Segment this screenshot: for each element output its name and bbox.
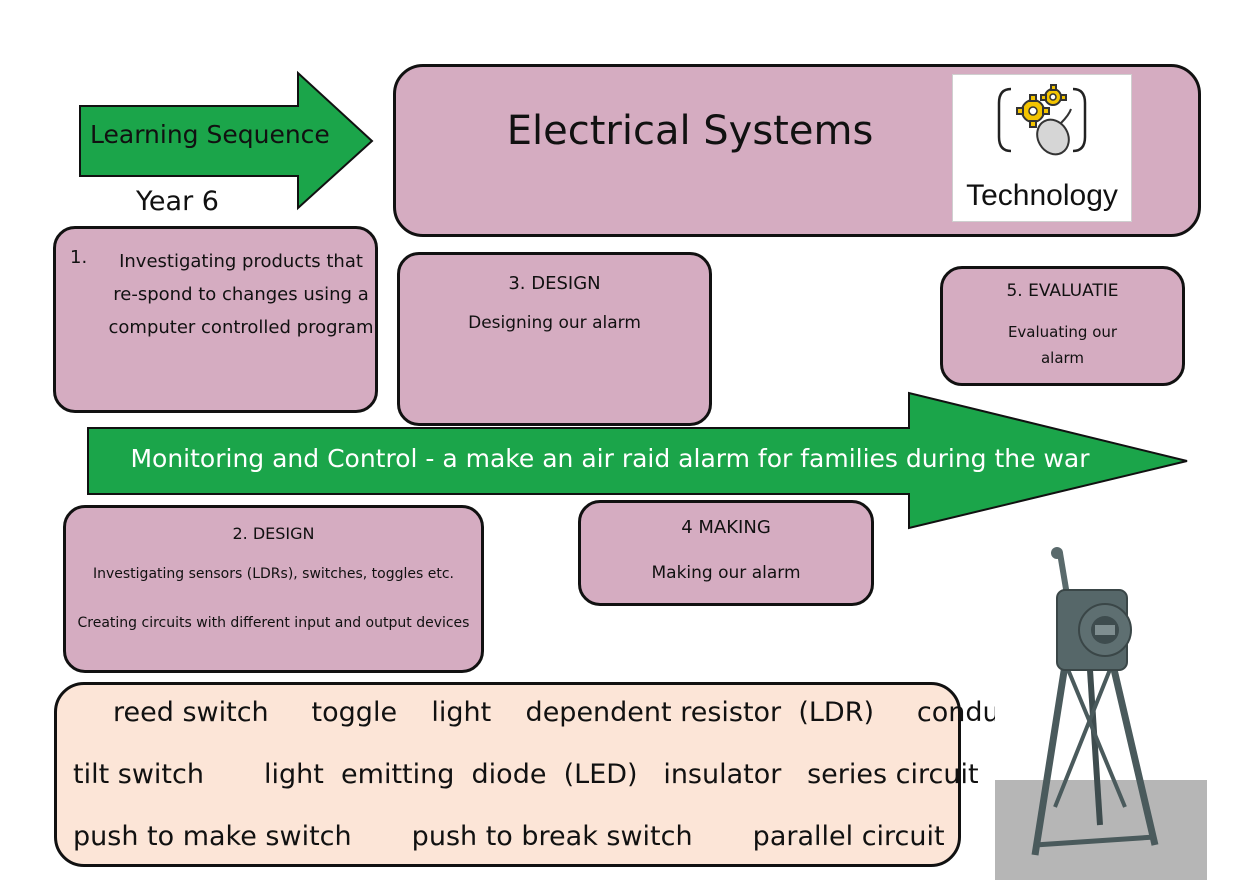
vocabulary-row-3: push to make switch push to break switch… xyxy=(73,821,945,852)
vocabulary-row-1: reed switch toggle light dependent resis… xyxy=(113,697,1053,728)
step-5-heading: 5. EVALUATIE xyxy=(1006,281,1119,301)
step-2-line-1: Investigating sensors (LDRs), switches, … xyxy=(92,566,455,582)
main-arrow-text: Monitoring and Control - a make an air r… xyxy=(130,444,1090,473)
main-arrow-shape xyxy=(87,391,1188,530)
step-3-box: 3. DESIGN Designing our alarm xyxy=(397,252,712,426)
step-4-box: 4 MAKING Making our alarm xyxy=(578,500,874,606)
learning-sequence-label: Learning Sequence xyxy=(90,120,330,149)
step-3-text: Designing our alarm xyxy=(468,313,641,333)
step-4-heading: 4 MAKING xyxy=(681,517,771,538)
siren-illustration xyxy=(995,547,1207,880)
page-title: Electrical Systems xyxy=(506,108,874,154)
step-1-box: 1. Investigating products that re-spond … xyxy=(53,226,378,413)
air-raid-siren-photo xyxy=(995,545,1207,880)
step-4-text: Making our alarm xyxy=(651,563,801,583)
technology-label: Technology xyxy=(966,179,1118,212)
gears-and-mouse-icon xyxy=(997,84,1087,156)
step-2-heading: 2. DESIGN xyxy=(232,524,315,543)
technology-badge: Technology xyxy=(952,74,1132,222)
step-1-number: 1. xyxy=(70,247,88,268)
step-2-line-2: Creating circuits with different input a… xyxy=(77,615,470,631)
vocabulary-row-2: tilt switch light emitting diode (LED) i… xyxy=(73,759,979,790)
learning-sequence-arrow xyxy=(79,70,374,211)
step-5-box: 5. EVALUATIE Evaluating our alarm xyxy=(940,266,1185,386)
step-2-box: 2. DESIGN Investigating sensors (LDRs), … xyxy=(63,505,484,673)
year-label: Year 6 xyxy=(136,186,219,217)
step-3-heading: 3. DESIGN xyxy=(508,273,601,294)
step-1-text: Investigating products that re-spond to … xyxy=(108,251,374,338)
step-5-text: Evaluating our alarm xyxy=(1007,323,1118,367)
vocabulary-box: reed switch toggle light dependent resis… xyxy=(54,682,1053,867)
